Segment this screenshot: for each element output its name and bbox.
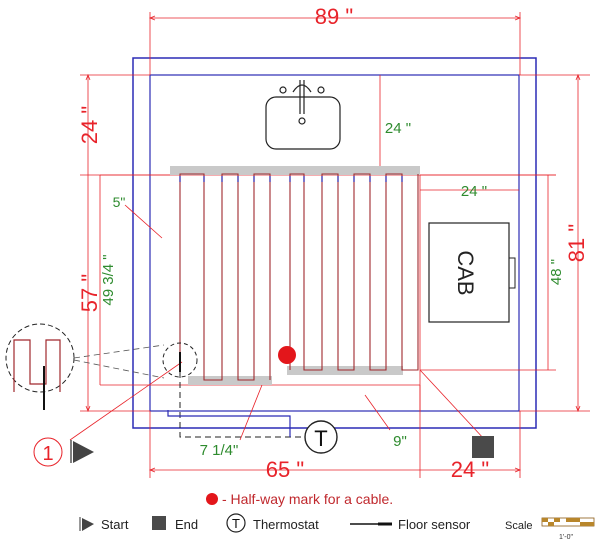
label-sink-depth: 24 " bbox=[385, 120, 411, 137]
dimension-lines bbox=[69, 12, 590, 478]
legend-end-icon bbox=[152, 516, 166, 530]
dim-bottom-heated: 65 " bbox=[266, 457, 304, 482]
heating-cable bbox=[179, 173, 419, 381]
halfway-note: - Half-way mark for a cable. bbox=[222, 491, 393, 507]
thermostat-symbol: T bbox=[314, 426, 327, 451]
legend-thermostat-label: Thermostat bbox=[253, 517, 319, 532]
legend-scale-label: Scale bbox=[505, 520, 533, 532]
start-number: 1 bbox=[42, 443, 53, 465]
sink-basin bbox=[265, 96, 341, 150]
legend-start-icon bbox=[79, 517, 94, 531]
dim-top-width: 89 " bbox=[315, 4, 353, 29]
start-detail-circle bbox=[162, 342, 198, 378]
legend-floor-sensor-label: Floor sensor bbox=[398, 517, 471, 532]
legend: Start End T Thermostat Floor sensor Scal… bbox=[79, 513, 595, 541]
sink bbox=[265, 80, 341, 150]
cable-blue-ticks bbox=[179, 176, 403, 182]
halfway-legend-dot bbox=[206, 493, 218, 505]
dim-left-top: 24 " bbox=[77, 106, 102, 144]
thermostat-icon bbox=[304, 420, 338, 454]
sensor-wire bbox=[179, 372, 305, 438]
start-number-circle bbox=[33, 437, 63, 467]
legend-scale-value: 1'-0" bbox=[559, 534, 573, 541]
legend-thermostat-icon bbox=[226, 513, 246, 533]
label-sensor-length: 7 1/4" bbox=[200, 442, 239, 459]
legend-thermostat-symbol: T bbox=[232, 516, 240, 531]
label-heated-height: 49 3/4 " bbox=[100, 254, 117, 305]
legend-end-label: End bbox=[175, 517, 198, 532]
top-mounting-strip bbox=[170, 166, 420, 175]
dim-bottom-right: 24 " bbox=[451, 457, 489, 482]
cabinet: CAB bbox=[428, 222, 516, 323]
label-cab-depth: 48 " bbox=[548, 259, 565, 285]
legend-start-label: Start bbox=[101, 517, 129, 532]
magnified-detail bbox=[5, 323, 165, 410]
label-cable-tail: 9" bbox=[393, 433, 407, 450]
dim-right-total: 81 " bbox=[564, 224, 589, 262]
scale-bar-icon bbox=[541, 517, 595, 527]
halfway-mark bbox=[278, 346, 296, 364]
sink-drain bbox=[298, 117, 306, 125]
power-wire bbox=[167, 410, 291, 437]
faucet-icon bbox=[292, 80, 312, 114]
dim-left-bottom: 57 " bbox=[77, 274, 102, 312]
label-edge-offset: 5" bbox=[113, 194, 126, 210]
bottom-strip-left bbox=[188, 376, 272, 385]
end-marker-icon bbox=[472, 436, 494, 458]
label-cab-width: 24 " bbox=[461, 183, 487, 200]
start-marker-icon bbox=[70, 440, 94, 463]
inner-wall bbox=[149, 74, 520, 412]
cabinet-label: CAB bbox=[453, 250, 478, 295]
